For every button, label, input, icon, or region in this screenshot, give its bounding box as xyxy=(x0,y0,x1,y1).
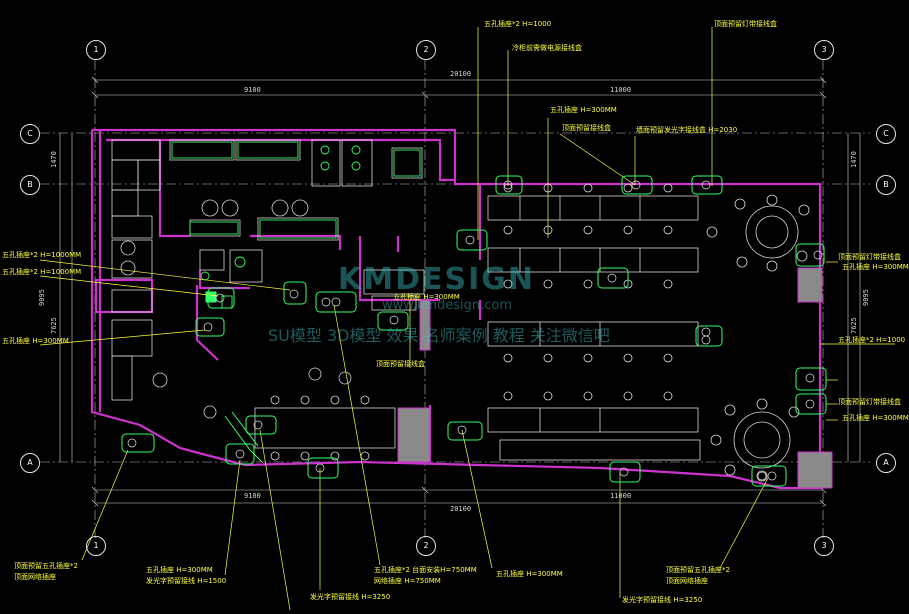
note-t8: 五孔插座*2 H=1000MM xyxy=(2,268,82,276)
note-b9: 发光字预留接线 H=3250 xyxy=(622,596,703,604)
dim-top-right: 11000 xyxy=(610,86,632,94)
note-t4: 顶面预留接线盒 xyxy=(562,124,611,132)
note-t10: 五孔插座 H=300MM xyxy=(393,293,460,301)
dining-furniture xyxy=(152,183,810,482)
dim-bottom-left: 9100 xyxy=(244,492,261,500)
columns xyxy=(397,267,833,489)
note-t1: 五孔插座*2 H=1000 xyxy=(484,20,552,28)
note-b7: 网络插座 H=750MM xyxy=(374,577,441,585)
dim-right-mid: 9095 xyxy=(862,289,870,306)
note-b10: 顶面预留五孔插座*2 xyxy=(666,566,730,574)
note-b11: 顶面网络插座 xyxy=(666,577,708,585)
note-t11: 顶面预留灯带接线盒 xyxy=(838,253,901,261)
dim-right-upper: 1470 xyxy=(850,151,858,168)
grid-bubble-col-2-top: 2 xyxy=(416,40,436,60)
note-b3: 五孔插座 H=300MM xyxy=(146,566,213,574)
dim-top-left: 9100 xyxy=(244,86,261,94)
dim-left-mid: 9095 xyxy=(38,289,46,306)
note-t3: 五孔插座 H=300MM xyxy=(550,106,617,114)
note-b4: 发光字预留接线 H=1500 xyxy=(146,577,227,585)
note-b5: 发光字预留接线 H=3250 xyxy=(310,593,391,601)
watermark-brand: KMDESIGN xyxy=(338,262,535,297)
note-t9: 五孔插座 H=300MM xyxy=(2,337,69,345)
note-t5: 墙面预留发光字接线盒 H=2030 xyxy=(636,126,738,134)
outlet-boxes xyxy=(121,175,827,487)
grid-bubble-col-1-top: 1 xyxy=(86,40,106,60)
grid-bubble-row-c-left: C xyxy=(20,124,40,144)
note-t2: 冷柜前需做电源接线盒 xyxy=(512,44,582,52)
dimension-lines xyxy=(59,76,861,507)
note-t7: 五孔插座*2 H=1000MM xyxy=(2,251,82,259)
leader-lines xyxy=(39,27,895,611)
fixture-accents xyxy=(205,291,263,463)
grid-bubble-col-1-bottom: 1 xyxy=(86,536,106,556)
dim-bottom-right: 11000 xyxy=(610,492,632,500)
grid-bubble-row-a-left: A xyxy=(20,453,40,473)
grid-bubble-row-a-right: A xyxy=(876,453,896,473)
note-t15: 顶面预留灯带接线盒 xyxy=(838,398,901,406)
outlet-symbols xyxy=(127,180,823,481)
note-b2: 顶面网络插座 xyxy=(14,573,56,581)
note-b1: 顶面预留五孔插座*2 xyxy=(14,562,78,570)
dim-bottom-total: 20100 xyxy=(450,505,472,513)
note-t14: 顶面预留接线盒 xyxy=(376,360,425,368)
grid-bubble-row-b-left: B xyxy=(20,175,40,195)
note-b8: 五孔插座 H=300MM xyxy=(496,570,563,578)
grid-bubble-row-b-right: B xyxy=(876,175,896,195)
watermark-url: www.kmdesign.com xyxy=(382,298,513,313)
grid-bubble-col-3-bottom: 3 xyxy=(814,536,834,556)
dim-top-total: 20100 xyxy=(450,70,472,78)
note-t13: 五孔插座*2 H=1000 xyxy=(838,336,906,344)
note-t12: 五孔插座 H=300MM xyxy=(842,263,909,271)
kitchen-equipment xyxy=(111,139,425,401)
dim-left-upper: 1470 xyxy=(50,151,58,168)
note-t16: 五孔插座 H=300MM xyxy=(842,414,909,422)
note-b6: 五孔插座*2 台面安装H=750MM xyxy=(374,566,477,574)
kitchen-fixtures-green xyxy=(171,141,421,309)
dim-right-lower: 7625 xyxy=(850,317,858,334)
grid-bubble-col-2-bottom: 2 xyxy=(416,536,436,556)
grid-bubble-col-3-top: 3 xyxy=(814,40,834,60)
note-t6: 顶面预留灯带接线盒 xyxy=(714,20,777,28)
dim-left-lower: 7625 xyxy=(50,317,58,334)
grid-bubble-row-c-right: C xyxy=(876,124,896,144)
watermark-slogan: SU模型 3D模型 效果 名师案例 教程 关注微信吧 xyxy=(268,326,610,345)
